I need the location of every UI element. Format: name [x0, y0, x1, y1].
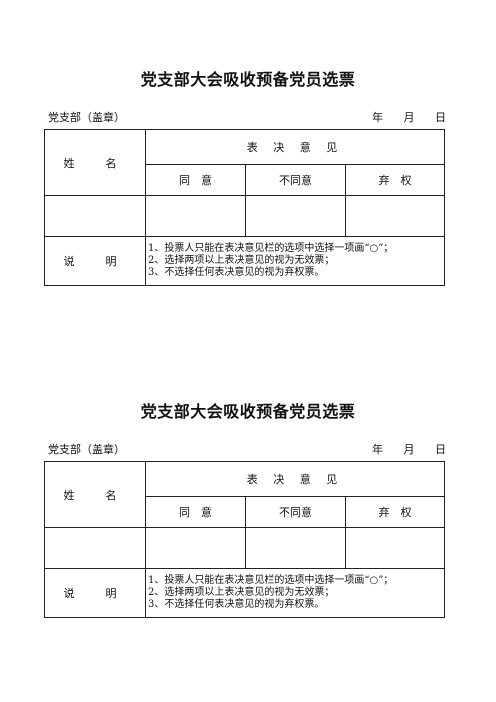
year-label: 年	[372, 443, 383, 456]
abstain-mark-cell[interactable]	[345, 195, 445, 237]
month-label: 月	[403, 111, 415, 124]
note-line: 3、不选择任何表决意见的视为弃权票。	[148, 267, 325, 278]
day-label: 日	[435, 111, 446, 124]
ballot-title: 党支部大会吸收预备党员选票	[140, 70, 356, 89]
note-line: 2、选择两项以上表决意见的视为无效票；	[148, 255, 335, 266]
option-disagree: 不同意	[245, 496, 346, 528]
vote-opinion-header: 表 决 意 见	[145, 461, 445, 497]
name-header: 姓 名	[44, 129, 146, 196]
option-abstain: 弃 权	[345, 164, 445, 196]
option-agree: 同 意	[145, 164, 246, 196]
explanation-label: 说 明	[44, 236, 146, 286]
name-header: 姓 名	[44, 461, 146, 528]
year-label: 年	[372, 111, 383, 124]
note-line: 1、投票人只能在表决意见栏的选项中选择一项画“○”；	[148, 243, 394, 254]
option-agree: 同 意	[145, 496, 246, 528]
date-line: 年 月 日	[372, 441, 446, 457]
ballot-table: 姓 名 表 决 意 见 同 意 不同意 弃 权 说 明 1、投票人只能在表决意见…	[44, 129, 445, 286]
candidate-name-cell[interactable]	[44, 527, 146, 569]
explanation-notes: 1、投票人只能在表决意见栏的选项中选择一项画“○”； 2、选择两项以上表决意见的…	[145, 568, 445, 618]
agree-mark-cell[interactable]	[145, 527, 246, 569]
note-line: 2、选择两项以上表决意见的视为无效票；	[148, 587, 335, 598]
explanation-notes: 1、投票人只能在表决意见栏的选项中选择一项画“○”； 2、选择两项以上表决意见的…	[145, 236, 445, 286]
option-abstain: 弃 权	[345, 496, 445, 528]
agree-mark-cell[interactable]	[145, 195, 246, 237]
disagree-mark-cell[interactable]	[245, 527, 346, 569]
option-disagree: 不同意	[245, 164, 346, 196]
vote-opinion-header: 表 决 意 见	[145, 129, 445, 165]
date-line: 年 月 日	[372, 109, 446, 125]
abstain-mark-cell[interactable]	[345, 527, 445, 569]
day-label: 日	[435, 443, 446, 456]
month-label: 月	[403, 443, 415, 456]
party-branch-seal-label: 党支部（盖章）	[48, 111, 125, 124]
note-line: 1、投票人只能在表决意见栏的选项中选择一项画“○”；	[148, 575, 394, 586]
ballot-table: 姓 名 表 决 意 见 同 意 不同意 弃 权 说 明 1、投票人只能在表决意见…	[44, 461, 445, 618]
ballot-title: 党支部大会吸收预备党员选票	[140, 402, 356, 421]
party-branch-seal-label: 党支部（盖章）	[48, 443, 125, 456]
explanation-label: 说 明	[44, 568, 146, 618]
note-line: 3、不选择任何表决意见的视为弃权票。	[148, 599, 325, 610]
disagree-mark-cell[interactable]	[245, 195, 346, 237]
candidate-name-cell[interactable]	[44, 195, 146, 237]
